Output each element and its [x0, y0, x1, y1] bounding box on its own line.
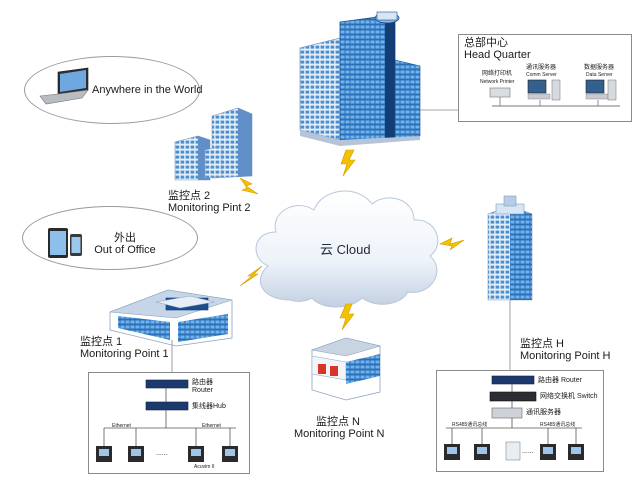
point1-ethernet-right: Ethernet	[202, 423, 221, 429]
point2-buildings	[174, 107, 253, 181]
hq-device-comm-cn: 通讯服务器	[526, 65, 557, 71]
cloud-label: 云 Cloud	[320, 242, 371, 257]
pointh-tower	[487, 195, 533, 301]
pointn-label-cn: 监控点 N	[316, 416, 360, 428]
hq-device-comm-en: Comm Server	[526, 72, 557, 78]
point2-label-cn: 监控点 2	[168, 190, 211, 202]
point1-hub-label: 集线器Hub	[192, 403, 226, 410]
pointh-rs485-right: RS485通讯总线	[540, 422, 576, 428]
pointh-label-en: Monitoring Point H	[520, 350, 611, 362]
pointn-building	[310, 337, 382, 401]
pointh-label-cn: 监控点 H	[520, 338, 564, 350]
point1-dots: ......	[156, 450, 168, 457]
pointh-dots: ......	[522, 448, 534, 455]
pointh-switch-label: 网络交换机 Switch	[540, 393, 598, 400]
pointh-network-box	[436, 370, 604, 472]
point1-label-cn: 监控点 1	[80, 336, 123, 348]
point1-router-label: 路由器 Router	[192, 379, 214, 394]
pointh-comm-server-label: 通讯服务器	[526, 409, 561, 416]
point1-building	[109, 289, 233, 347]
bolt-point2	[239, 177, 259, 195]
hq-device-data-en: Data Server	[586, 72, 613, 78]
pointn-label-en: Monitoring Point N	[294, 428, 385, 440]
point1-meter-note: Acuvim II	[194, 464, 215, 470]
head-quarter-box	[458, 34, 632, 122]
head-quarter-label-cn: 总部中心	[464, 37, 508, 49]
head-quarter-label-en: Head Quarter	[464, 49, 531, 61]
out-of-office-ellipse	[22, 206, 198, 270]
bolt-point1	[239, 265, 263, 287]
bolt-pointh	[439, 237, 465, 251]
point1-ethernet-left: Ethernet	[112, 423, 131, 429]
anywhere-label: Anywhere in the World	[92, 84, 203, 96]
headquarter-building	[299, 11, 421, 146]
bolt-pointn	[339, 303, 355, 331]
pointh-router-label: 路由器 Router	[538, 377, 582, 384]
hq-device-printer-cn: 网络打印机	[482, 71, 513, 77]
pointh-rs485-left: RS485通讯总线	[452, 422, 488, 428]
hq-device-printer-en: Network Printer	[480, 79, 515, 85]
hq-device-data-cn: 数据服务器	[584, 65, 615, 71]
cloud-shape	[255, 190, 439, 308]
bolt-headquarter	[340, 149, 356, 177]
lightning-bolts	[239, 149, 465, 331]
out-of-office-label-en: Out of Office	[94, 244, 156, 256]
point1-label-en: Monitoring Point 1	[80, 348, 169, 360]
point2-label-en: Monitoring Pint 2	[168, 202, 251, 214]
out-of-office-label-cn: 外出	[114, 232, 136, 244]
